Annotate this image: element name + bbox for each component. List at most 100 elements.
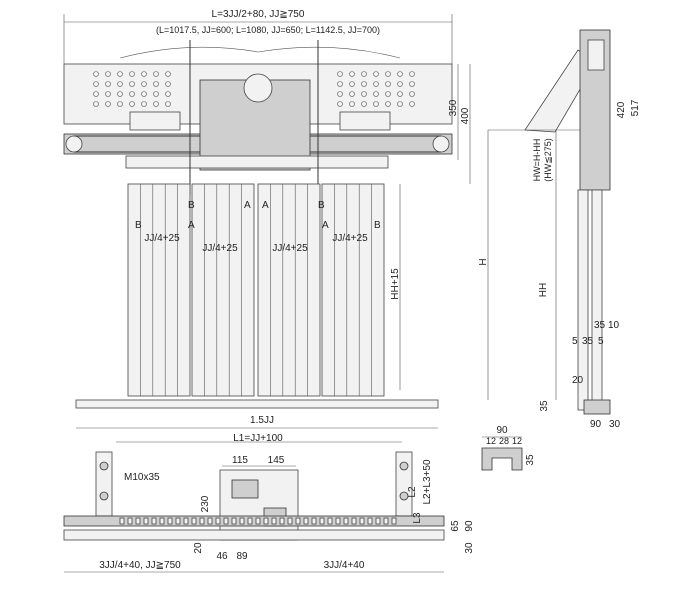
bottom-L2L3-label: L2+L3+50 (422, 459, 433, 504)
bottom-rail (63, 515, 445, 527)
rail-tooth (287, 517, 293, 525)
header-hole (105, 81, 111, 87)
header-hole (165, 81, 171, 87)
rail-tooth (247, 517, 253, 525)
bottom-right-label: 3JJ/4+40 (324, 560, 365, 571)
marker-a2: A (244, 200, 251, 211)
side-35-label-c: 35 (539, 400, 550, 412)
header-hole (361, 81, 367, 87)
side-door-panel-2 (591, 189, 603, 411)
side-5-label-a: 5 (572, 336, 578, 347)
header-hole (397, 81, 403, 87)
header-hole (337, 101, 343, 107)
right-bolt-1 (399, 461, 409, 471)
rail-tooth (367, 517, 373, 525)
sill-profile-shape (481, 447, 523, 471)
header-hole (397, 71, 403, 77)
rail-tooth (167, 517, 173, 525)
header-hole (385, 101, 391, 107)
bottom-sill-rail (63, 529, 445, 541)
header-hole (349, 101, 355, 107)
header-hole (337, 91, 343, 97)
header-hole (337, 71, 343, 77)
motor-pulley (243, 73, 273, 103)
rail-tooth (391, 517, 397, 525)
bolt-spec-label: M10x35 (124, 472, 160, 483)
marker-b4: B (374, 220, 381, 231)
panel-width-b: JJ/4+25 (202, 243, 238, 254)
bottom-145-label: 145 (268, 455, 285, 466)
rail-tooth (119, 517, 125, 525)
rail-tooth (199, 517, 205, 525)
header-hole (385, 81, 391, 87)
profile-12a-label: 12 (486, 436, 496, 446)
marker-b2: B (188, 200, 195, 211)
rail-tooth (127, 517, 133, 525)
bottom-230-label: 230 (200, 495, 211, 512)
bottom-30-label: 30 (464, 542, 475, 554)
side-420-label: 420 (616, 101, 627, 118)
header-hole (165, 101, 171, 107)
side-20-label: 20 (572, 375, 584, 386)
marker-a3: A (262, 200, 269, 211)
rail-tooth (343, 517, 349, 525)
header-hole (129, 71, 135, 77)
header-hole (141, 101, 147, 107)
bottom-115-label: 115 (232, 455, 248, 466)
header-hole (153, 101, 159, 107)
header-hole (93, 71, 99, 77)
rail-tooth (223, 517, 229, 525)
side-517-label: 517 (630, 99, 641, 116)
header-hole (117, 81, 123, 87)
bottom-left-label: 3JJ/4+40, JJ≧750 (99, 560, 181, 571)
header-hole (373, 101, 379, 107)
header-hole (117, 91, 123, 97)
side-30-label: 30 (609, 419, 621, 430)
header-hole (153, 91, 159, 97)
header-hole (153, 71, 159, 77)
right-pulley (432, 135, 450, 153)
marker-a4: A (322, 220, 329, 231)
door-panel (257, 183, 321, 397)
marker-a1: A (188, 220, 195, 231)
header-hole (153, 81, 159, 87)
header-hole (141, 91, 147, 97)
side-view: 420 517 HW=H-HH (HW≦275) H HH 35 10 5 35… (478, 29, 641, 430)
header-hole (337, 81, 343, 87)
door-panel (321, 183, 385, 397)
header-hole (129, 81, 135, 87)
profile-12b-label: 12 (512, 436, 522, 446)
panel-width-d: JJ/4+25 (332, 233, 368, 244)
rail-teeth (119, 517, 397, 525)
header-hole (141, 71, 147, 77)
header-hole (385, 71, 391, 77)
left-hanger (129, 111, 181, 131)
operator-logo-box (231, 479, 259, 499)
rail-tooth (207, 517, 213, 525)
rail-tooth (215, 517, 221, 525)
header-hole (129, 91, 135, 97)
header-hole (105, 71, 111, 77)
rail-tooth (143, 517, 149, 525)
rail-tooth (175, 517, 181, 525)
header-hole (409, 81, 415, 87)
header-hole (409, 71, 415, 77)
sill-width-label: 1.5JJ (250, 415, 274, 426)
header-hole (105, 91, 111, 97)
header-hole (361, 101, 367, 107)
bottom-view: L1=JJ+100 115 145 M10x35 230 L2 L2+L3+50… (63, 433, 475, 573)
header-hole (165, 71, 171, 77)
door-panel (191, 183, 255, 397)
front-view: L=3JJ/2+80, JJ≧750 (L=1017.5, JJ=600; L=… (63, 9, 471, 429)
header-hole (117, 71, 123, 77)
profile-35-label: 35 (525, 454, 536, 466)
side-hw-label: HW=H-HH (532, 139, 542, 182)
header-hole (129, 101, 135, 107)
side-35-label-b: 35 (582, 336, 594, 347)
side-10-label: 10 (608, 320, 620, 331)
header-hole (373, 91, 379, 97)
rail-tooth (383, 517, 389, 525)
height-350-label: 350 (448, 99, 459, 116)
sill (75, 399, 439, 409)
header-hole (165, 91, 171, 97)
